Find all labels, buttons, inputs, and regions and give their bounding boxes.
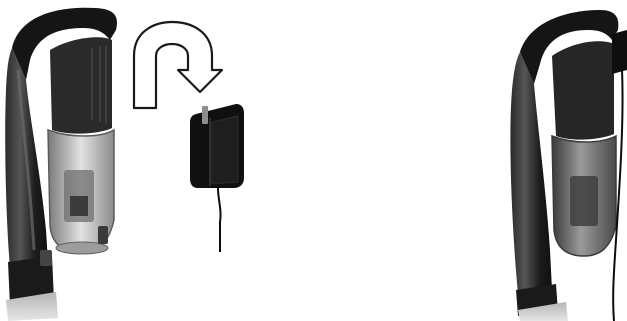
- mounted-motor-housing: [552, 41, 614, 139]
- u-turn-arrow-icon: [134, 22, 222, 108]
- wall-charger: [190, 104, 244, 252]
- battery-latch: [40, 250, 52, 266]
- mounted-body: [510, 52, 552, 294]
- bin-release-button: [98, 226, 108, 244]
- bin-cone: [70, 196, 88, 216]
- vacuum-unit-mounted: [510, 10, 627, 321]
- charger-plug-prong: [202, 106, 208, 124]
- charger-front-face: [212, 116, 238, 184]
- motor-housing: [50, 37, 112, 133]
- vacuum-unit-left: [5, 8, 117, 321]
- mounted-bin-filter: [570, 176, 598, 226]
- mounted-wall-charger: [612, 30, 627, 74]
- charger-cable: [218, 188, 221, 252]
